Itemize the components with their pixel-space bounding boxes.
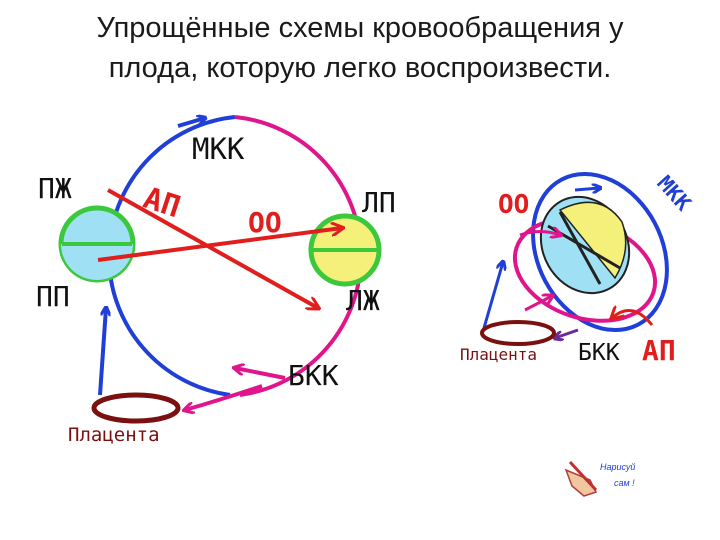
right-heart-divider-2 <box>558 211 602 285</box>
left-label-pp: ПП <box>36 280 70 313</box>
left-placenta-ellipse <box>91 392 181 424</box>
left-scheme: МКК ПЖ АП ОО ЛП ПП ЛЖ БКК Плацента <box>36 117 396 446</box>
left-label-placenta: Плацента <box>68 424 160 446</box>
left-oo-red-arrow <box>97 228 342 262</box>
right-top-blue-arrow <box>574 188 600 190</box>
right-scheme: ОО МКК Плацента БКК АП <box>460 171 696 367</box>
right-bkk-purple-arrow <box>555 328 579 338</box>
left-top-arrow <box>177 118 205 128</box>
left-right-heart-half <box>61 244 133 280</box>
left-label-bkk: БКК <box>288 359 339 392</box>
right-left-magenta-arrow <box>524 296 552 312</box>
left-ap-red-arrow <box>107 188 318 308</box>
logo-line-1: Нарисуй <box>600 462 635 472</box>
right-ap-red-arrow <box>612 310 654 326</box>
logo-line-2: сам ! <box>614 478 635 488</box>
title-line-1: Упрощённые схемы кровообращения у <box>96 12 624 44</box>
right-placenta-blue-path <box>482 262 503 329</box>
pencil-icon <box>568 460 598 492</box>
title-line-2: плода, которую легко воспроизвести. <box>108 52 612 84</box>
left-bkk-arrow <box>235 368 286 380</box>
left-label-pzh: ПЖ <box>38 172 72 205</box>
right-label-bkk: БКК <box>578 340 620 366</box>
right-label-ap: АП <box>642 334 676 367</box>
left-label-ap: АП <box>139 181 184 225</box>
left-label-oo: ОО <box>248 206 282 239</box>
page-title: Упрощённые схемы кровообращения у плода,… <box>0 8 720 88</box>
left-label-mkk: МКК <box>192 132 245 166</box>
right-heart-yellow-half <box>558 201 627 280</box>
right-label-mkk: МКК <box>652 171 695 216</box>
right-placenta-ellipse <box>480 320 556 346</box>
right-oo-magenta-arrow <box>519 232 560 236</box>
left-label-lzh: ЛЖ <box>346 284 380 317</box>
right-label-oo: ОО <box>498 190 529 220</box>
left-placenta-blue-path <box>98 308 106 396</box>
left-label-lp: ЛП <box>362 186 396 219</box>
right-blue-ellipse <box>531 171 669 333</box>
left-placenta-magenta-path <box>185 384 263 410</box>
draw-yourself-logo: Нарисуй сам ! <box>556 452 666 500</box>
right-label-placenta: Плацента <box>460 345 537 364</box>
